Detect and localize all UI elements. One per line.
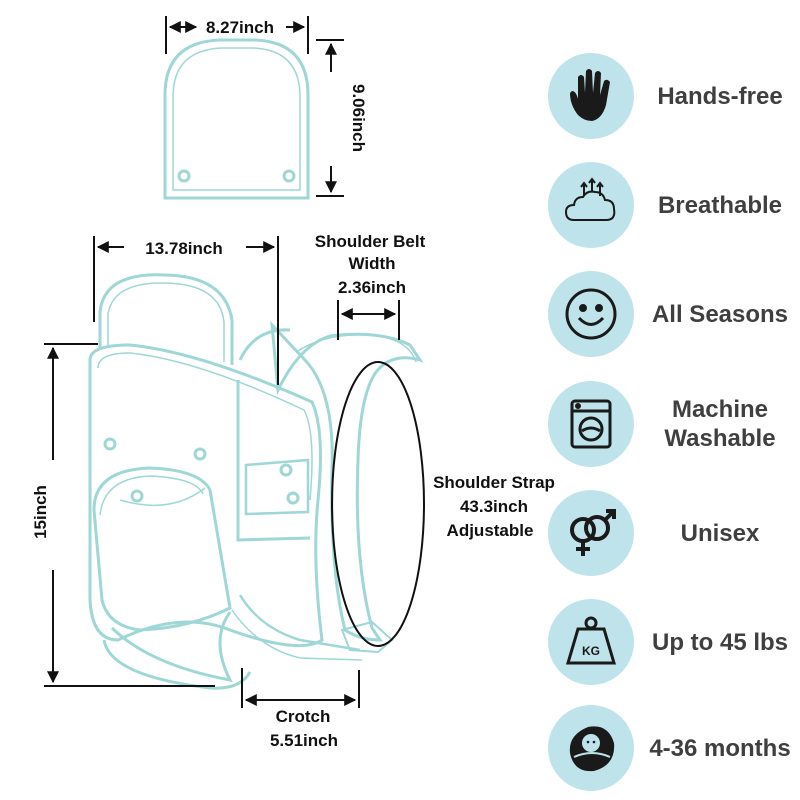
body-width-dimension <box>93 236 279 385</box>
crotch-width-dimension <box>241 668 360 708</box>
carrier-body-outline <box>88 273 424 690</box>
washing-machine-icon <box>570 399 612 449</box>
feature-label: All Seasons <box>651 300 789 328</box>
headrest-height-label: 9.06inch <box>349 84 368 152</box>
crotch-title: Crotch <box>276 707 331 726</box>
body-height-dimension <box>44 343 215 687</box>
svg-text:KG: KG <box>582 644 600 658</box>
feature-hands-free: Hands-free <box>548 53 800 139</box>
headrest-width-label: 8.27inch <box>206 18 274 37</box>
gender-symbol-icon <box>570 509 616 556</box>
shoulder-belt-width-dimension <box>337 300 400 340</box>
feature-weight-limit: KG Up to 45 lbs <box>548 599 800 685</box>
feature-label: Up to 45 lbs <box>651 628 789 656</box>
feature-icon-circle <box>548 162 634 248</box>
feature-icon-circle <box>548 53 634 139</box>
shoulder-strap-title: Shoulder Strap <box>433 473 555 492</box>
headrest-width-dimension <box>165 16 309 54</box>
kg-weight-icon: KG <box>565 616 617 665</box>
shoulder-strap-loop <box>331 361 425 647</box>
feature-label: Machine Washable <box>664 396 776 452</box>
body-width-label: 13.78inch <box>145 239 223 258</box>
feature-label: Hands-free <box>657 82 783 110</box>
feature-age-range: 4-36 months <box>548 705 800 791</box>
hand-icon <box>570 69 610 121</box>
shoulder-strap-note: Adjustable <box>447 521 534 540</box>
feature-unisex: Unisex <box>548 490 800 576</box>
feature-all-seasons: All Seasons <box>548 271 800 357</box>
crotch-width-label: 5.51inch <box>270 731 338 750</box>
feature-label: 4-36 months <box>649 734 791 762</box>
headrest-outline <box>163 38 310 200</box>
feature-label: Breathable <box>657 191 783 219</box>
shoulder-strap-length: 43.3inch <box>460 497 528 516</box>
feature-icon-circle <box>548 705 634 791</box>
feature-icon-circle <box>548 381 634 467</box>
shoulder-belt-title-line1: Shoulder Belt <box>315 232 426 251</box>
swaddled-baby-icon <box>569 726 615 772</box>
feature-icon-circle: KG <box>548 599 634 685</box>
breathable-cloud-icon <box>564 177 616 221</box>
feature-breathable: Breathable <box>548 162 800 248</box>
feature-icon-circle <box>548 271 634 357</box>
headrest-height-dimension <box>316 39 344 197</box>
shoulder-belt-width-label: 2.36inch <box>338 278 406 297</box>
body-height-label: 15inch <box>31 485 50 539</box>
shoulder-belt-title-line2: Width <box>348 254 395 273</box>
feature-machine-washable: Machine Washable <box>548 381 800 467</box>
smiley-face-icon <box>565 288 617 340</box>
feature-icon-circle <box>548 490 634 576</box>
feature-label: Unisex <box>680 519 760 547</box>
